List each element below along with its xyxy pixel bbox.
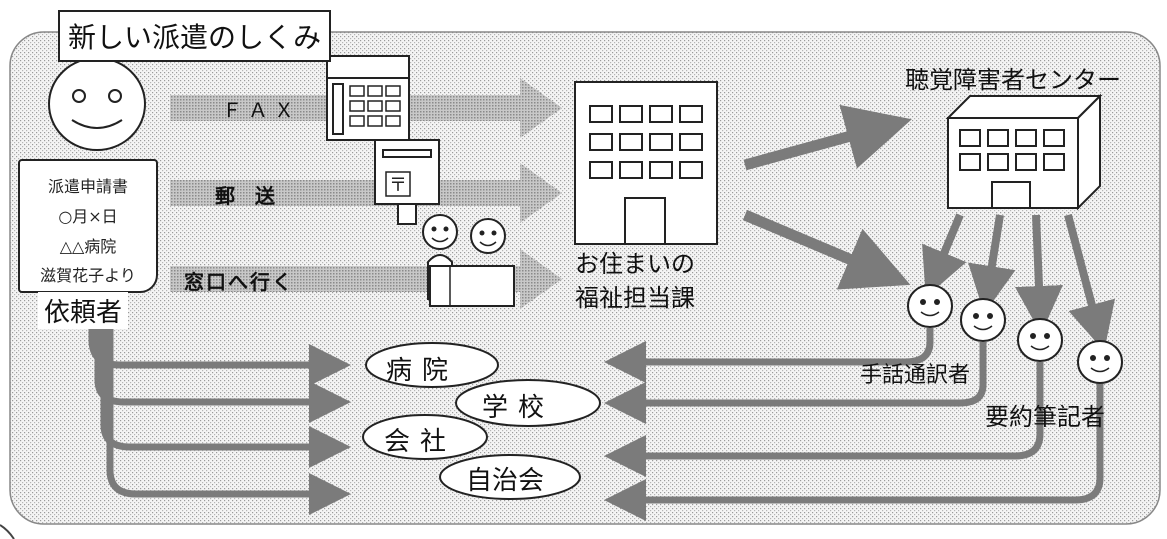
form-line-hospital: △△病院	[59, 237, 117, 256]
welfare-office-building-icon	[574, 81, 718, 245]
center-to-staff-arrow	[922, 213, 967, 298]
office-to-interpreters-arrow	[742, 209, 911, 290]
interpreter-label: 手話通訳者	[860, 363, 971, 388]
staff-smiley-icon	[907, 284, 953, 328]
fax-method-label: ＦＡＸ	[222, 98, 300, 122]
diagram-title: 新しい派遣のしくみ	[58, 10, 332, 62]
counter-arrow	[170, 249, 562, 309]
mail-method-label: 郵送	[215, 184, 295, 208]
counter-method-label: 窓口へ行く	[184, 270, 294, 294]
staff-smiley-icon	[1017, 318, 1063, 362]
form-line-sender: 滋賀花子より	[40, 266, 136, 285]
mail-arrow	[170, 163, 562, 223]
school-oval	[455, 379, 601, 427]
destination-company: 会社	[384, 427, 457, 457]
reception-desk-icon	[422, 214, 515, 307]
staff-smiley-icon	[960, 298, 1006, 342]
destination-school: 学校	[482, 393, 555, 423]
center-to-staff-arrow	[1015, 214, 1063, 334]
summary-writer-label: 要約筆記者	[985, 403, 1105, 431]
office-to-center-arrow	[743, 104, 912, 171]
requester-label: 依頼者	[38, 292, 129, 329]
center-to-staff-arrow	[968, 214, 1016, 314]
post-box-icon: 〒	[374, 139, 440, 225]
welfare-office-label-line1: お住まいの	[575, 250, 695, 278]
destination-hospital: 病院	[386, 356, 459, 386]
hospital-oval	[365, 342, 499, 388]
company-oval	[362, 414, 488, 460]
staff-smiley-icon	[1077, 340, 1123, 384]
center-label: 聴覚障害者センター	[905, 66, 1121, 94]
requester-to-destination-arrows	[88, 322, 351, 515]
destination-residents-association: 自治会	[466, 466, 545, 496]
residents-association-oval	[439, 454, 581, 500]
center-building-icon	[945, 93, 1103, 211]
form-line-date: ○月×日	[58, 207, 118, 226]
application-form: 派遣申請書 ○月×日 △△病院 滋賀花子より	[18, 159, 158, 293]
staff-to-destination-arrows	[604, 328, 1104, 521]
form-line-title: 派遣申請書	[47, 177, 128, 196]
requester-smiley-icon	[48, 57, 146, 151]
svg-text:〒: 〒	[389, 175, 407, 196]
corner-swoosh	[0, 524, 15, 539]
center-to-staff-arrow	[1064, 213, 1116, 352]
fax-machine-icon	[326, 55, 410, 141]
welfare-office-label-line2: 福祉担当課	[575, 284, 695, 312]
